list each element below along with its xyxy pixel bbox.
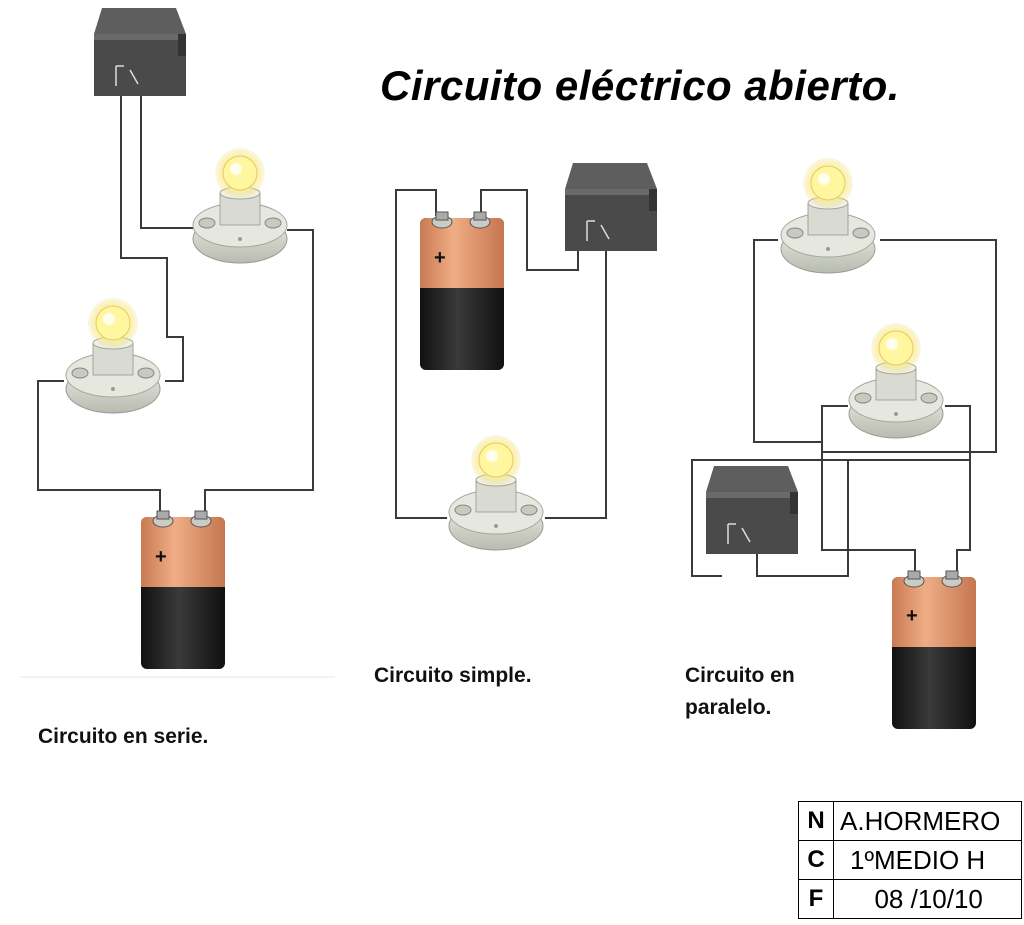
series-lamp-top <box>192 147 288 264</box>
parallel-lamp-bottom <box>848 322 944 439</box>
caption-parallel-line2: paralelo. <box>685 696 772 719</box>
simple-battery <box>419 211 505 371</box>
info-row-date: F 08 /10/10 <box>798 879 1022 919</box>
caption-parallel-line1: Circuito en <box>685 664 795 687</box>
info-table: N A.HORMERO C 1ºMEDIO H F 08 /10/10 <box>798 801 1022 919</box>
info-key: F <box>798 879 834 919</box>
info-value: A.HORMERO <box>833 801 1022 841</box>
page-title: Circuito eléctrico abierto. <box>380 62 900 109</box>
series-battery <box>140 510 226 670</box>
parallel-battery <box>891 570 977 730</box>
series-wire-lamp-left <box>37 380 161 517</box>
parallel-wire-mid-left <box>821 405 916 577</box>
parallel-wire-outer-right <box>822 239 997 453</box>
info-row-course: C 1ºMEDIO H <box>798 840 1022 880</box>
caption-parallel: Circuito en paralelo. <box>685 660 795 724</box>
caption-simple: Circuito simple. <box>374 664 532 687</box>
simple-circuit: + <box>395 162 658 551</box>
simple-lamp <box>448 434 544 551</box>
simple-switch <box>564 162 658 252</box>
series-wire-switch-right <box>140 88 196 229</box>
simple-wire-left <box>395 189 447 519</box>
parallel-wire-switch-loop <box>691 459 970 577</box>
parallel-battery-plus-sign: + <box>906 605 918 627</box>
info-key: C <box>798 840 834 880</box>
info-value: 08 /10/10 <box>833 879 1022 919</box>
series-wire-lamp-top-right <box>204 229 314 517</box>
series-battery-plus-sign: + <box>155 546 167 568</box>
parallel-wire-mid-right <box>945 405 971 577</box>
info-value: 1ºMEDIO H <box>833 840 1022 880</box>
parallel-wire-outer-left <box>753 239 822 443</box>
parallel-circuit: + <box>691 157 997 730</box>
info-row-name: N A.HORMERO <box>798 801 1022 841</box>
parallel-switch <box>705 465 799 555</box>
info-key: N <box>798 801 834 841</box>
simple-wire-top <box>480 189 579 271</box>
series-switch <box>93 7 187 97</box>
series-lamp-bottom <box>65 297 161 414</box>
simple-battery-plus-sign: + <box>434 247 446 269</box>
parallel-wire-switch-out <box>756 460 849 577</box>
caption-series: Circuito en serie. <box>38 725 209 748</box>
series-wire-switch-left <box>120 70 184 382</box>
series-circuit: + <box>20 7 335 678</box>
parallel-lamp-top <box>780 157 876 274</box>
simple-wire-right <box>545 226 607 519</box>
